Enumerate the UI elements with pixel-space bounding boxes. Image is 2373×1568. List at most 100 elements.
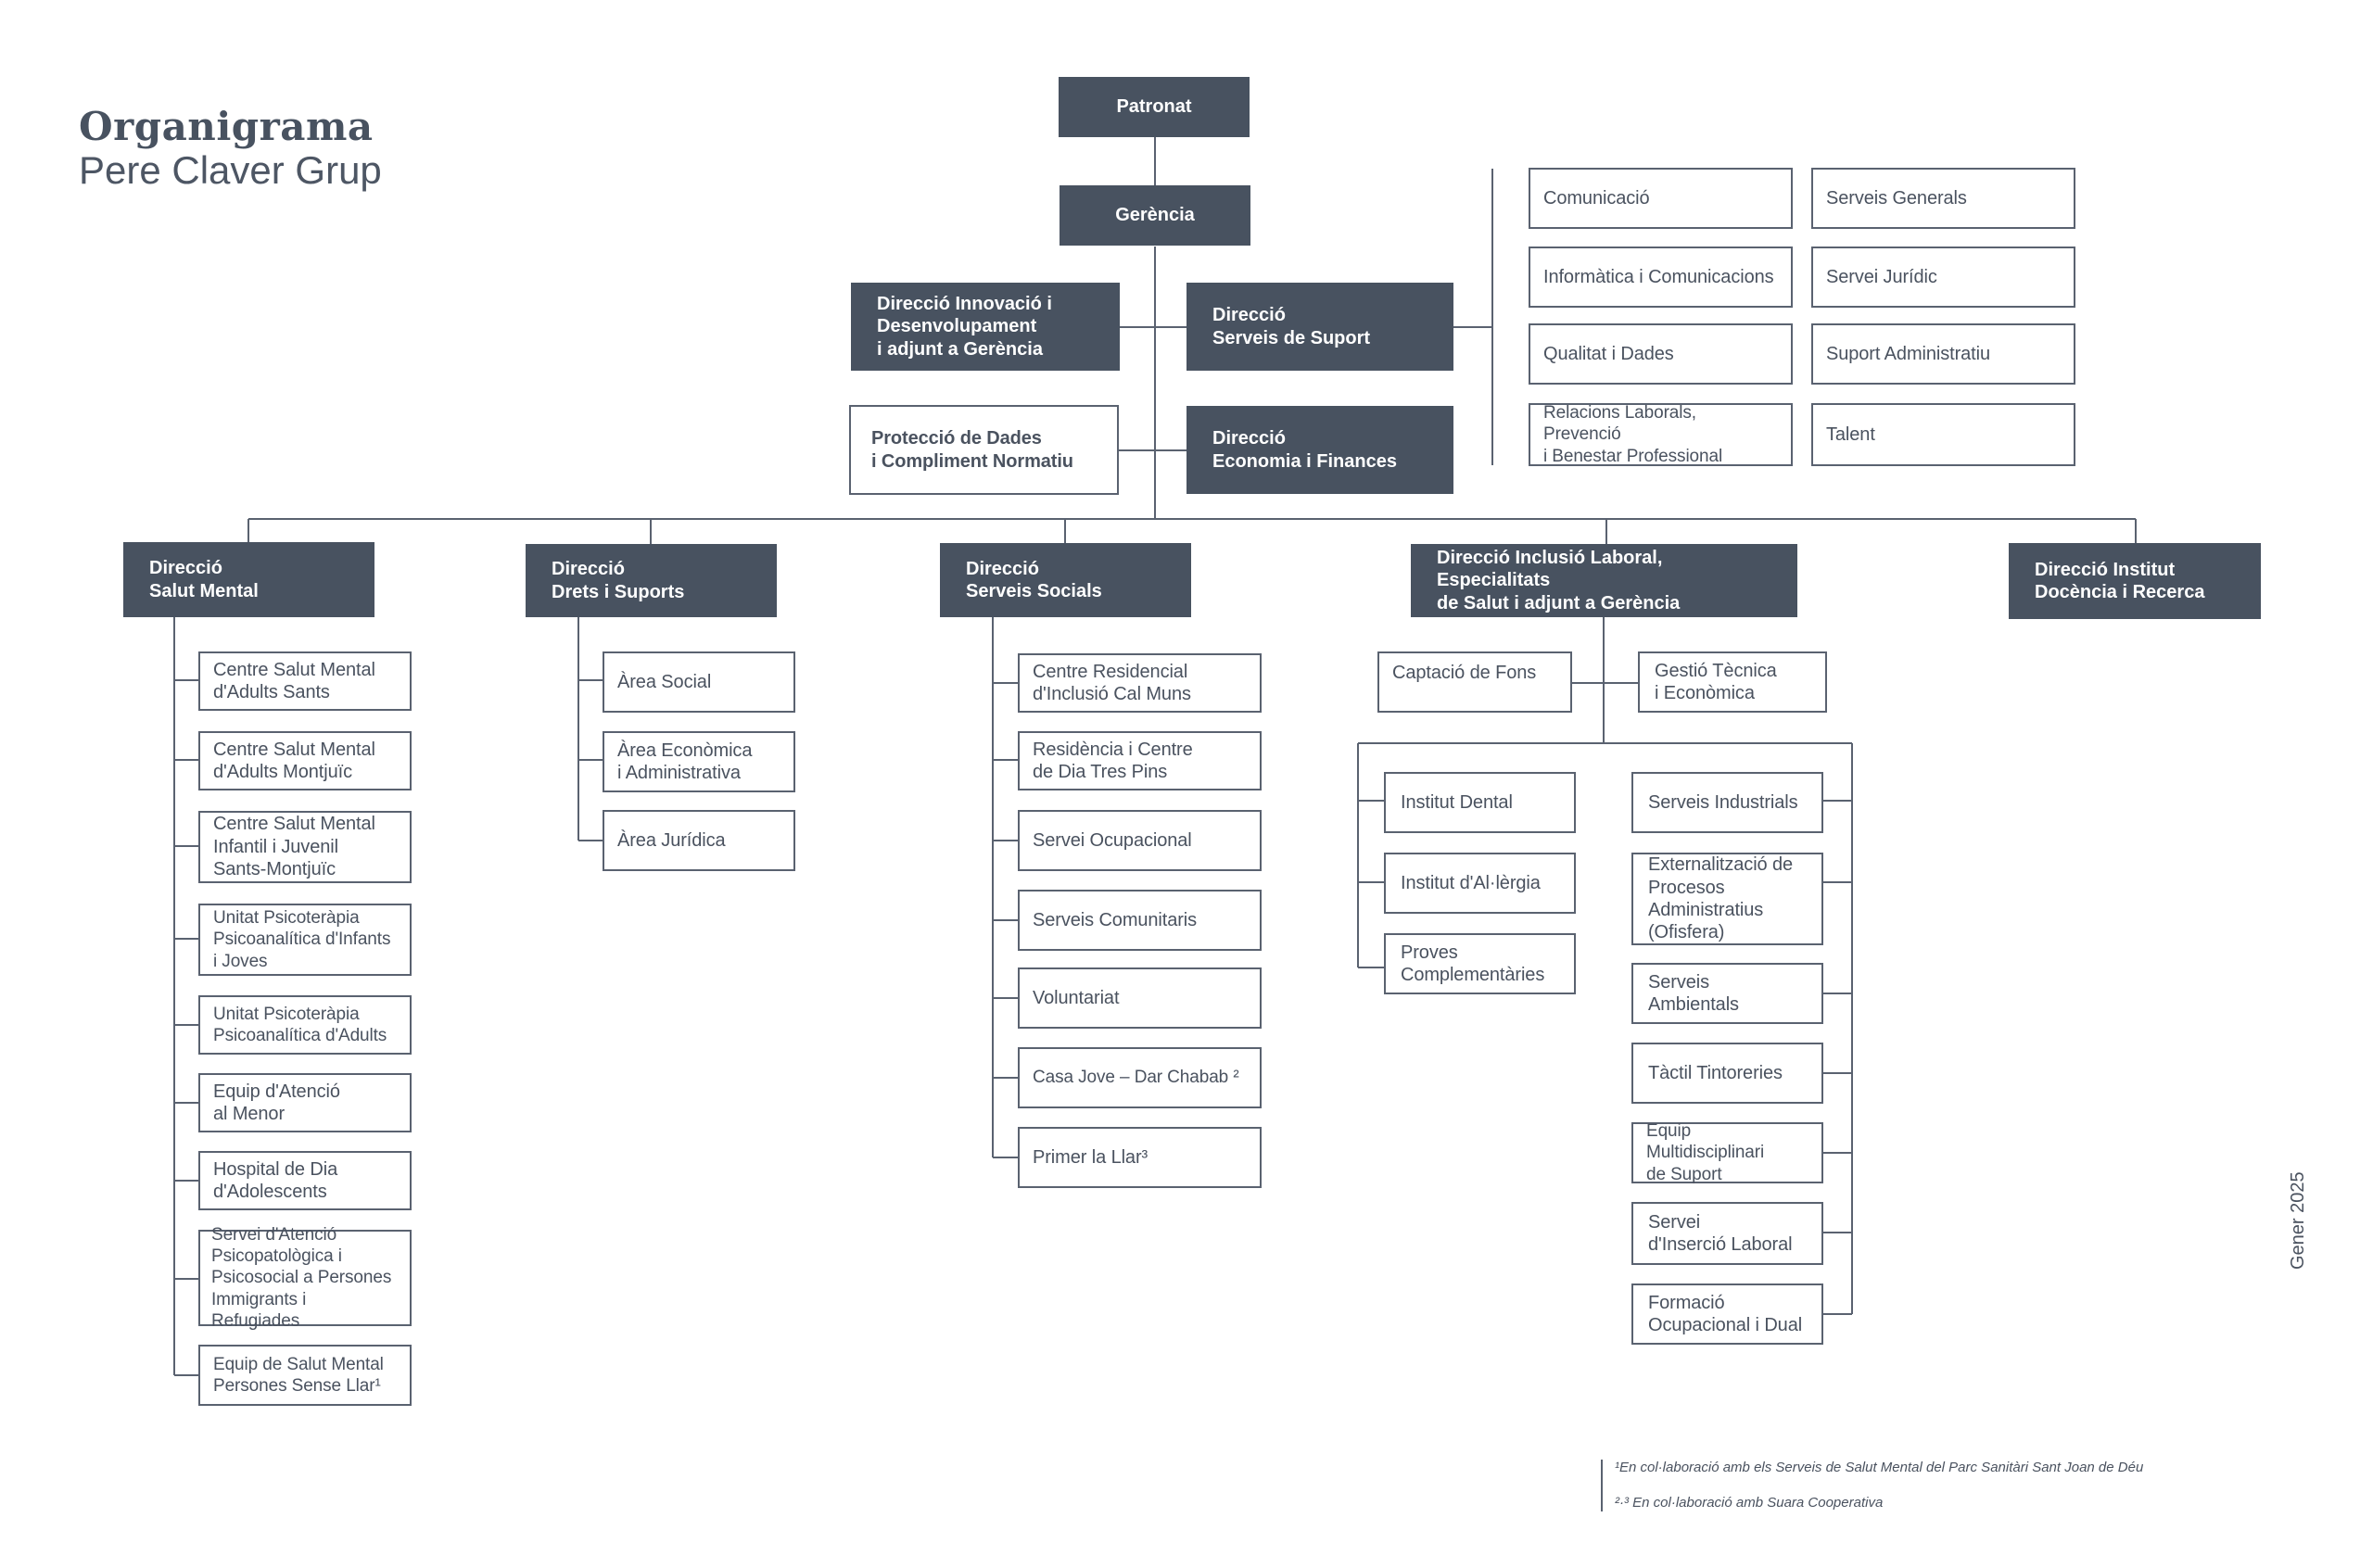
drets-area-box: Àrea Jurídica: [603, 810, 795, 871]
support-service-box: Qualitat i Dades: [1529, 323, 1793, 385]
gerencia-box: Gerència: [1060, 185, 1250, 246]
drets-area-label: Àrea Jurídica: [617, 829, 726, 851]
inclusio-left-service-box: Proves Complementàries: [1384, 933, 1576, 994]
serveis-socials-service-label: Primer la Llar³: [1033, 1146, 1148, 1168]
salut-mental-service-label: Hospital de Dia d'Adolescents: [213, 1158, 338, 1202]
inclusio-right-service-label: Serveis Industrials: [1648, 791, 1798, 813]
support-service-label: Qualitat i Dades: [1543, 343, 1674, 364]
salut-mental-service-box: Unitat Psicoteràpia Psicoanalítica d'Adu…: [198, 995, 412, 1055]
inclusio-right-service-box: Serveis Ambientals: [1631, 963, 1823, 1024]
salut-mental-service-box: Centre Salut Mental d'Adults Montjuïc: [198, 731, 412, 790]
inclusio-right-service-box: Tàctil Tintoreries: [1631, 1043, 1823, 1104]
serveis-socials-service-box: Serveis Comunitaris: [1018, 890, 1262, 951]
salut-mental-service-label: Equip d'Atenció al Menor: [213, 1081, 340, 1124]
page-subtitle: Pere Claver Grup: [79, 148, 382, 192]
drets-area-label: Àrea Social: [617, 671, 712, 692]
serveis-socials-service-label: Residència i Centre de Dia Tres Pins: [1033, 739, 1193, 782]
direccio-economia-label: Direcció Economia i Finances: [1212, 428, 1397, 472]
inclusio-right-service-box: Formació Ocupacional i Dual: [1631, 1283, 1823, 1345]
support-service-box: Suport Administratiu: [1811, 323, 2075, 385]
inclusio-right-service-box: Serveis Industrials: [1631, 772, 1823, 833]
inclusio-right-service-label: Formació Ocupacional i Dual: [1648, 1292, 1803, 1335]
salut-mental-service-box: Equip d'Atenció al Menor: [198, 1073, 412, 1132]
patronat-label: Patronat: [1116, 96, 1192, 118]
support-service-label: Comunicació: [1543, 187, 1650, 209]
inclusio-left-service-box: Institut Dental: [1384, 772, 1576, 833]
salut-mental-service-label: Centre Salut Mental d'Adults Sants: [213, 659, 375, 702]
gestio-tecnica-box: Gestió Tècnica i Econòmica: [1638, 651, 1827, 713]
serveis-socials-service-label: Serveis Comunitaris: [1033, 909, 1198, 930]
serveis-socials-service-box: Centre Residencial d'Inclusió Cal Muns: [1018, 653, 1262, 713]
proteccio-dades-box: Protecció de Dades i Compliment Normatiu: [849, 405, 1119, 495]
captacio-fons-box: Captació de Fons: [1377, 651, 1572, 713]
support-service-label: Relacions Laborals, Prevenció i Benestar…: [1543, 403, 1723, 466]
serveis-socials-service-label: Casa Jove – Dar Chabab ²: [1033, 1068, 1239, 1088]
support-service-box: Comunicació: [1529, 168, 1793, 229]
direccio-inclusio-laboral-box: Direcció Inclusió Laboral, Especialitats…: [1411, 544, 1797, 617]
footnote: ¹En col·laboració amb els Serveis de Sal…: [1615, 1460, 2144, 1475]
inclusio-right-service-box: Equip Multidisciplinari de Suport: [1631, 1121, 1823, 1184]
salut-mental-service-label: Centre Salut Mental Infantil i Juvenil S…: [213, 814, 375, 880]
support-service-box: Talent: [1811, 403, 2075, 466]
inclusio-left-service-label: Institut Dental: [1401, 791, 1513, 813]
inclusio-left-service-label: Proves Complementàries: [1401, 942, 1545, 985]
salut-mental-service-box: Servei d'Atenció Psicopatològica i Psico…: [198, 1225, 412, 1331]
salut-mental-service-box: Equip de Salut Mental Persones Sense Lla…: [198, 1345, 412, 1406]
serveis-socials-service-box: Residència i Centre de Dia Tres Pins: [1018, 731, 1262, 790]
inclusio-right-service-box: Servei d'Inserció Laboral: [1631, 1202, 1823, 1265]
direccio-drets-suports-box: Direcció Drets i Suports: [526, 544, 777, 617]
direccio-drets-suports-label: Direcció Drets i Suports: [552, 559, 685, 602]
page-title: Organigrama: [79, 104, 374, 149]
inclusio-right-service-box: Externalització de Procesos Administrati…: [1631, 853, 1823, 945]
direccio-institut-docencia-label: Direcció Institut Docència i Recerca: [2035, 559, 2205, 602]
support-service-label: Suport Administratiu: [1826, 343, 1990, 364]
direccio-innovacio-label: Direcció Innovació i Desenvolupament i a…: [877, 293, 1052, 360]
direccio-economia-box: Direcció Economia i Finances: [1186, 406, 1453, 494]
support-service-box: Informàtica i Comunicacions: [1529, 247, 1793, 308]
captacio-fons-label: Captació de Fons: [1392, 663, 1537, 683]
footnote-divider: [1601, 1460, 1603, 1511]
serveis-socials-service-label: Servei Ocupacional: [1033, 829, 1192, 851]
direccio-salut-mental-label: Direcció Salut Mental: [149, 558, 259, 601]
drets-area-label: Àrea Econòmica i Administrativa: [617, 740, 753, 783]
salut-mental-service-label: Unitat Psicoteràpia Psicoanalítica d'Adu…: [213, 1004, 387, 1045]
inclusio-right-service-label: Externalització de Procesos Administrati…: [1648, 854, 1794, 943]
serveis-socials-service-box: Primer la Llar³: [1018, 1127, 1262, 1188]
direccio-serveis-socials-label: Direcció Serveis Socials: [966, 558, 1102, 601]
salut-mental-service-box: Hospital de Dia d'Adolescents: [198, 1151, 412, 1210]
direccio-serveis-suport-label: Direcció Serveis de Suport: [1212, 305, 1371, 348]
footnote: ²·³ En col·laboració amb Suara Cooperati…: [1615, 1495, 1884, 1511]
date-label: Gener 2025: [2288, 1171, 2308, 1270]
support-service-box: Serveis Generals: [1811, 168, 2075, 229]
drets-area-box: Àrea Econòmica i Administrativa: [603, 731, 795, 792]
support-service-label: Servei Jurídic: [1826, 266, 1937, 287]
serveis-socials-service-label: Centre Residencial d'Inclusió Cal Muns: [1033, 661, 1191, 704]
direccio-salut-mental-box: Direcció Salut Mental: [123, 542, 374, 617]
support-service-label: Serveis Generals: [1826, 187, 1967, 209]
inclusio-right-service-label: Equip Multidisciplinari de Suport: [1646, 1121, 1765, 1184]
salut-mental-service-label: Centre Salut Mental d'Adults Montjuïc: [213, 739, 375, 782]
salut-mental-service-box: Unitat Psicoteràpia Psicoanalítica d'Inf…: [198, 904, 412, 976]
support-service-label: Talent: [1826, 424, 1875, 445]
inclusio-left-service-box: Institut d'Al·lèrgia: [1384, 853, 1576, 914]
salut-mental-service-box: Centre Salut Mental Infantil i Juvenil S…: [198, 811, 412, 883]
salut-mental-service-label: Servei d'Atenció Psicopatològica i Psico…: [211, 1225, 392, 1331]
support-service-label: Informàtica i Comunicacions: [1543, 266, 1774, 287]
support-service-box: Relacions Laborals, Prevenció i Benestar…: [1529, 403, 1793, 466]
direccio-innovacio-box: Direcció Innovació i Desenvolupament i a…: [851, 283, 1120, 371]
gerencia-label: Gerència: [1115, 205, 1195, 226]
salut-mental-service-label: Equip de Salut Mental Persones Sense Lla…: [213, 1354, 384, 1396]
inclusio-right-service-label: Serveis Ambientals: [1648, 971, 1739, 1015]
direccio-institut-docencia-box: Direcció Institut Docència i Recerca: [2009, 543, 2261, 619]
serveis-socials-service-box: Servei Ocupacional: [1018, 810, 1262, 871]
serveis-socials-service-box: Voluntariat: [1018, 967, 1262, 1029]
serveis-socials-service-label: Voluntariat: [1033, 987, 1120, 1008]
inclusio-left-service-label: Institut d'Al·lèrgia: [1401, 872, 1541, 893]
proteccio-dades-label: Protecció de Dades i Compliment Normatiu: [871, 428, 1073, 472]
serveis-socials-service-box: Casa Jove – Dar Chabab ²: [1018, 1047, 1262, 1108]
inclusio-right-service-label: Tàctil Tintoreries: [1648, 1062, 1783, 1083]
direccio-serveis-suport-box: Direcció Serveis de Suport: [1186, 283, 1453, 371]
direccio-serveis-socials-box: Direcció Serveis Socials: [940, 543, 1191, 617]
inclusio-right-service-label: Servei d'Inserció Laboral: [1648, 1211, 1793, 1255]
